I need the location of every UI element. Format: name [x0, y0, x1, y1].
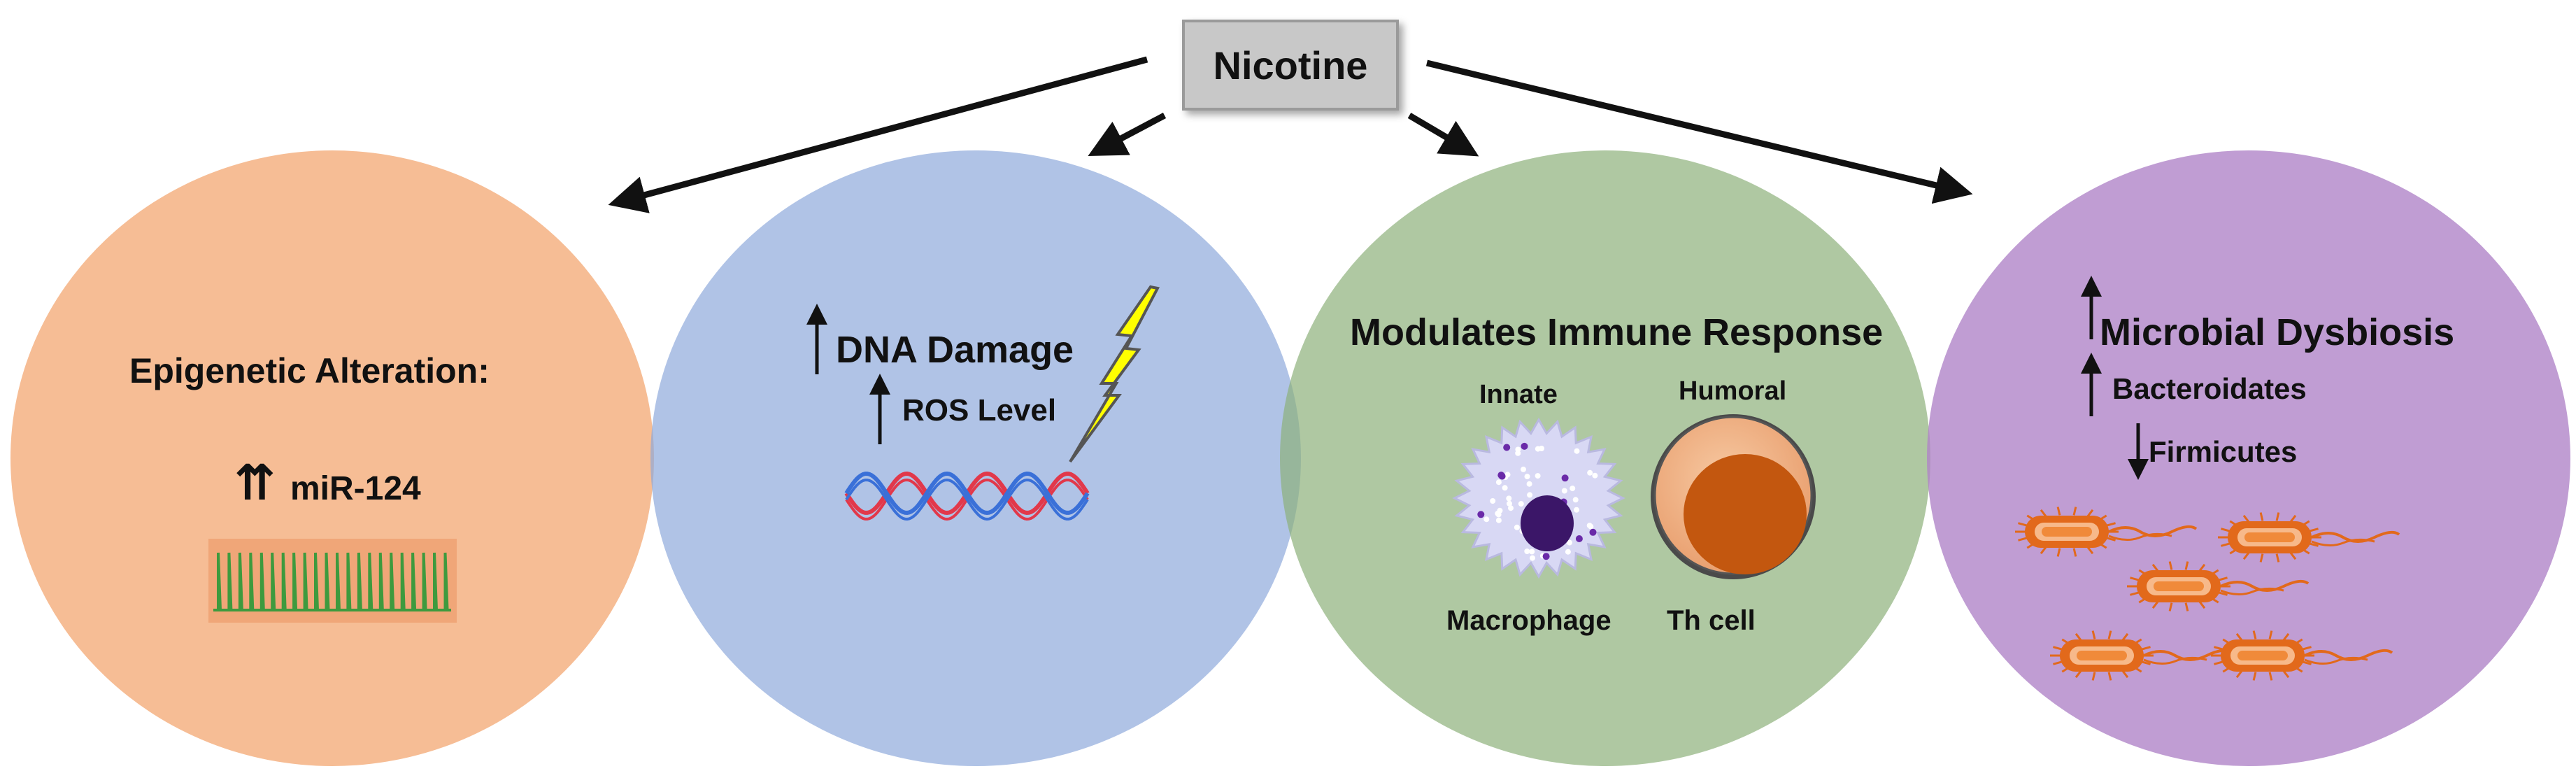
- th-cell-icon: [1651, 414, 1816, 579]
- firmicutes-label: Firmicutes: [2149, 435, 2298, 468]
- microbial-dysbiosis-circle: [1927, 150, 2570, 766]
- arrow-to-immune: [1407, 113, 1479, 157]
- humoral-label: Humoral: [1679, 376, 1787, 406]
- arrow-to-epigenetic: [608, 56, 1148, 213]
- immune-response-circle: [1280, 150, 1930, 766]
- innate-label: Innate: [1479, 380, 1558, 409]
- arrow-to-dna: [1088, 113, 1167, 157]
- dna-damage-circle: [650, 150, 1301, 766]
- nicotine-label: Nicotine: [1213, 43, 1368, 87]
- nicotine-box: Nicotine: [1182, 20, 1399, 111]
- microbial-title: Microbial Dysbiosis: [2100, 311, 2455, 353]
- bacteroidates-label: Bacteroidates: [2112, 372, 2307, 405]
- macrophage-icon: [1452, 417, 1625, 579]
- dna-helix-icon: [844, 471, 1090, 521]
- arrow-to-microbial: [1425, 59, 1973, 204]
- ros-level-label: ROS Level: [902, 393, 1057, 427]
- bacterium-icon: [2218, 512, 2400, 563]
- macrophage-label: Macrophage: [1446, 605, 1611, 636]
- bacterium-icon: [2211, 630, 2393, 681]
- immune-title: Modulates Immune Response: [1350, 311, 1884, 353]
- epigenetic-title: Epigenetic Alteration:: [129, 351, 490, 390]
- bacterium-icon: [2015, 507, 2198, 557]
- dna-damage-label: DNA Damage: [836, 329, 1074, 371]
- th-cell-label: Th cell: [1667, 605, 1756, 636]
- mirna-signal-icon: [208, 539, 457, 623]
- bacteria-group: [2015, 507, 2400, 681]
- lightning-bolt-icon: [1069, 285, 1160, 463]
- mirna-up-arrows: ⇈: [234, 455, 276, 510]
- bacterium-icon: [2127, 561, 2310, 611]
- mirna-label: miR-124: [290, 470, 421, 507]
- bacterium-icon: [2050, 630, 2233, 681]
- epigenetic-circle: [10, 150, 654, 766]
